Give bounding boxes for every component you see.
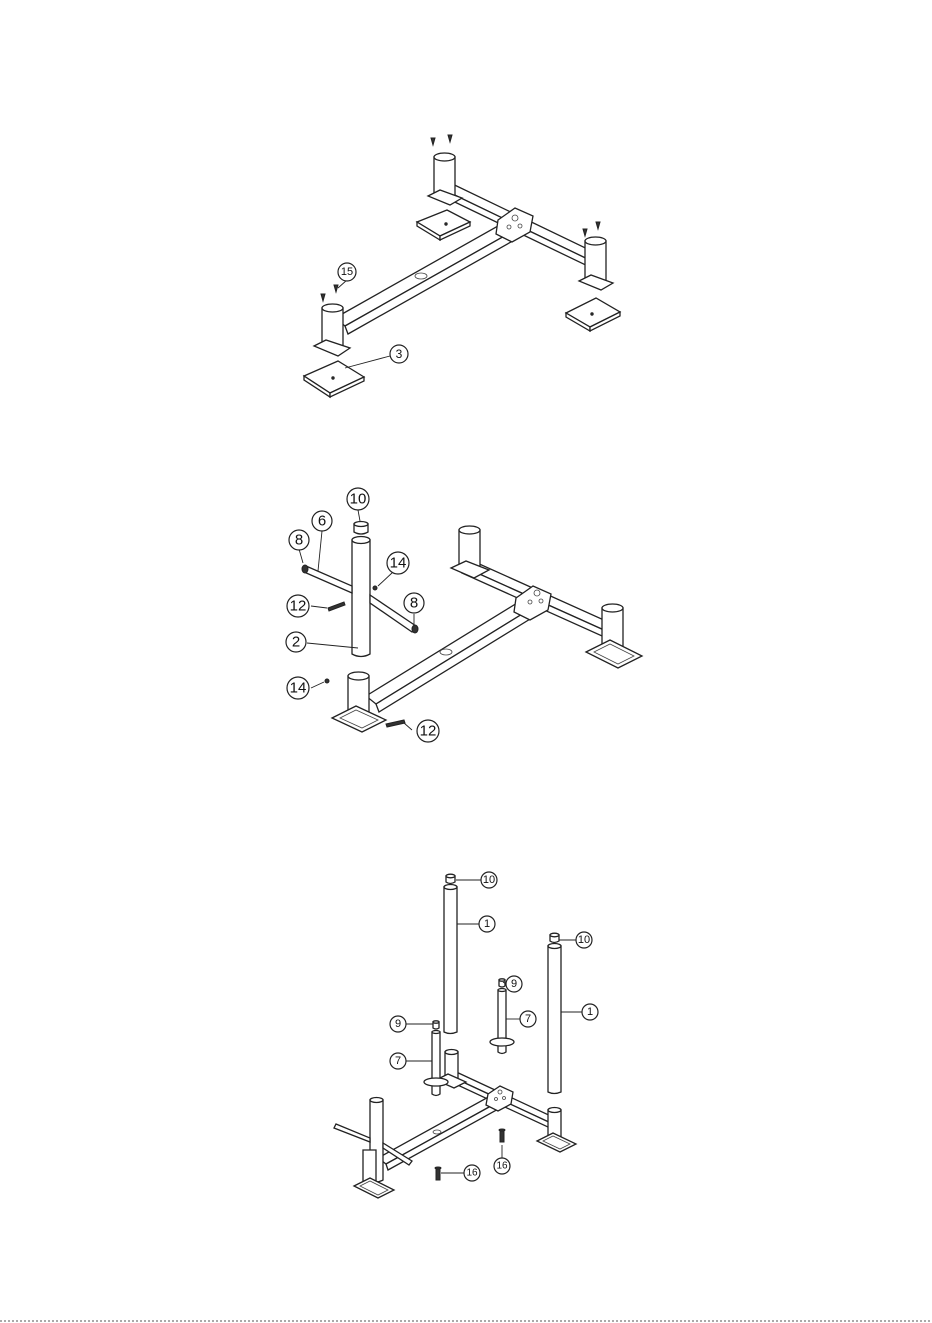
callout-label: 8 xyxy=(295,532,303,549)
nut-icon xyxy=(373,586,377,590)
callout-label: 10 xyxy=(578,934,590,946)
cross-tube xyxy=(304,566,352,593)
callout-label: 15 xyxy=(341,266,353,278)
callout-label: 7 xyxy=(525,1013,531,1025)
callout-label: 12 xyxy=(290,598,307,615)
bolt-icon xyxy=(328,602,345,611)
foot-plate xyxy=(566,298,620,331)
callout-label: 12 xyxy=(420,723,437,740)
callout-label: 7 xyxy=(395,1055,401,1067)
callout-label: 8 xyxy=(410,595,418,612)
callout-label: 9 xyxy=(511,978,517,990)
upright-tube xyxy=(444,887,457,1034)
foot-plate xyxy=(304,361,364,397)
callout-label: 1 xyxy=(587,1006,593,1018)
callout-label: 16 xyxy=(466,1168,478,1179)
callout-label: 14 xyxy=(390,555,407,572)
callout-label: 3 xyxy=(396,347,403,361)
step3-drawing xyxy=(334,874,582,1198)
long-base-bar xyxy=(335,222,515,326)
foot-plate xyxy=(417,210,470,240)
nut-icon xyxy=(325,679,329,683)
callout-label: 1 xyxy=(484,918,490,930)
tube-end-cap xyxy=(302,565,308,573)
callout-label: 14 xyxy=(290,680,307,697)
vertical-pole xyxy=(352,540,370,657)
step2-drawing xyxy=(299,510,642,732)
callout-label: 6 xyxy=(318,513,326,530)
callout-label: 16 xyxy=(496,1161,508,1172)
callout-label: 9 xyxy=(395,1018,401,1030)
bolt-icon xyxy=(386,720,405,727)
bolt-icon xyxy=(500,1130,504,1142)
bolt-icon xyxy=(436,1168,440,1180)
upright-tube xyxy=(548,946,561,1094)
callout-label: 2 xyxy=(292,634,300,651)
callout-label: 10 xyxy=(350,491,367,508)
tube-end-cap xyxy=(412,625,418,633)
callout-label: 10 xyxy=(483,874,495,886)
